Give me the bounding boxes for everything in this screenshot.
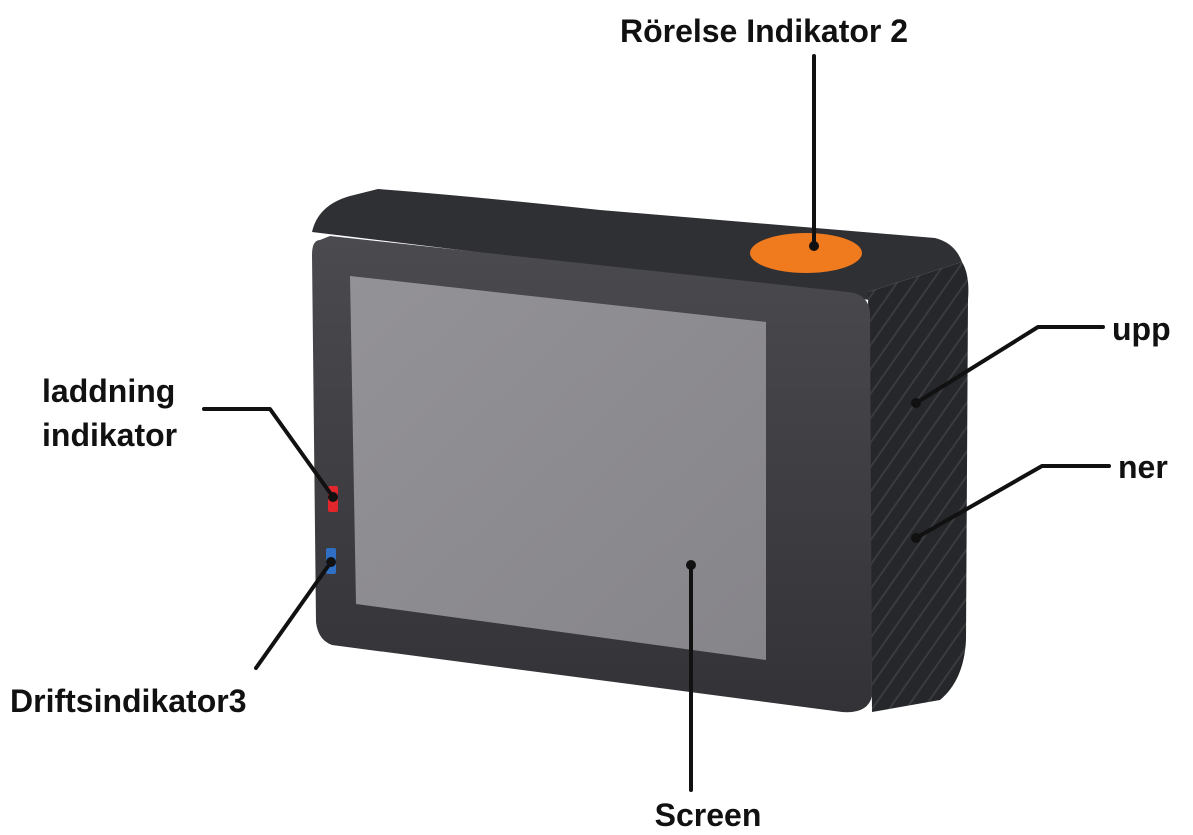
label-up: upp	[1112, 311, 1171, 347]
camera-side-grip	[868, 262, 969, 712]
label-charging-line-2: indikator	[42, 417, 177, 453]
label-top-button: Rörelse Indikator 2	[620, 13, 908, 49]
camera-screen	[350, 276, 766, 660]
callout-charging: laddning indikator	[42, 373, 338, 502]
leader-charging	[202, 407, 335, 499]
leader-dot-top-button	[809, 241, 819, 251]
leader-up	[914, 325, 1105, 405]
label-charging-line-1: laddning	[42, 373, 175, 409]
callout-screen: Screen	[655, 560, 762, 833]
callout-top-button: Rörelse Indikator 2	[620, 13, 908, 251]
camera-body	[312, 189, 969, 713]
leader-dot-charging	[328, 492, 338, 502]
label-down: ner	[1118, 449, 1168, 485]
label-operation: Driftsindikator3	[10, 683, 246, 719]
leader-dot-up	[911, 398, 921, 408]
label-screen: Screen	[655, 797, 762, 833]
leader-operation	[254, 560, 333, 670]
leader-dot-operation	[326, 557, 336, 567]
callout-down: ner	[911, 449, 1168, 543]
top-button[interactable]	[750, 233, 862, 273]
leader-down	[914, 464, 1111, 540]
callout-operation: Driftsindikator3	[10, 557, 336, 719]
label-charging: laddning indikator	[42, 373, 184, 453]
callout-up: upp	[911, 311, 1171, 408]
leader-dot-screen	[686, 560, 696, 570]
leader-dot-down	[911, 533, 921, 543]
